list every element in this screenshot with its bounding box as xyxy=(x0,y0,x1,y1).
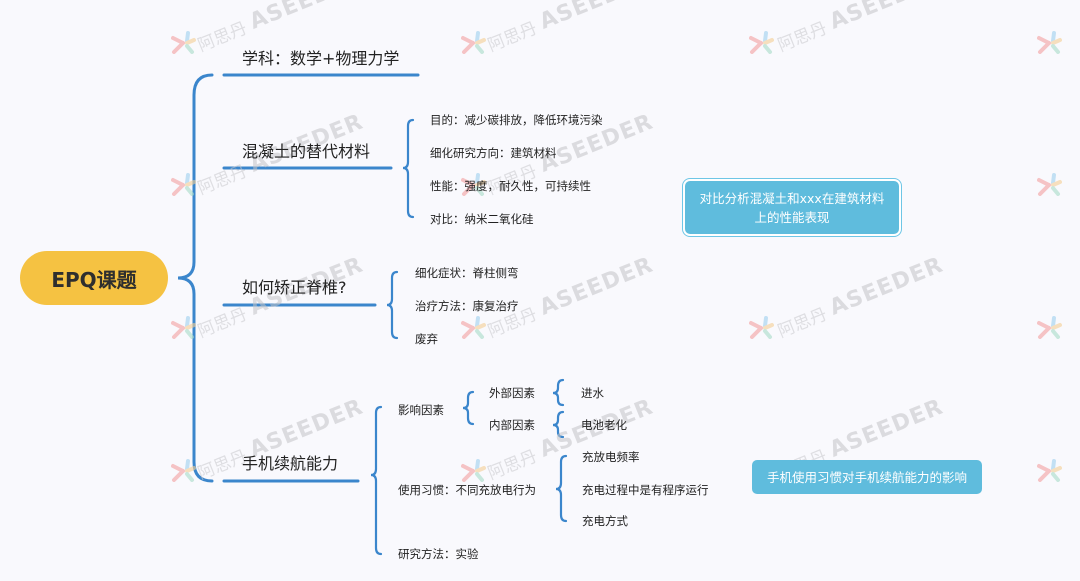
topic-subject[interactable]: 学科：数学+物理力学 xyxy=(242,49,400,68)
subtopic-research-direction[interactable]: 细化研究方向：建筑材料 xyxy=(430,146,557,160)
subtopic-charging-method[interactable]: 充电方式 xyxy=(582,514,628,528)
root-topic[interactable]: EPQ课题 xyxy=(20,251,168,305)
subtopic-usage-habits[interactable]: 使用习惯：不同充放电行为 xyxy=(398,483,536,497)
subtopic-influence-factors[interactable]: 影响因素 xyxy=(398,403,444,417)
subtopic-internal-factors[interactable]: 内部因素 xyxy=(489,418,535,432)
topic-phone-battery-life[interactable]: 手机续航能力 xyxy=(242,454,339,473)
topic-concrete-alternatives[interactable]: 混凝土的替代材料 xyxy=(242,142,371,161)
subtopic-charge-frequency[interactable]: 充放电频率 xyxy=(582,450,640,464)
subtopic-performance[interactable]: 性能：强度，耐久性，可持续性 xyxy=(430,179,591,193)
note-concrete-analysis[interactable]: 对比分析混凝土和xxx在建筑材料上的性能表现 xyxy=(685,181,899,234)
subtopic-symptom[interactable]: 细化症状：脊柱侧弯 xyxy=(415,266,519,280)
subtopic-treatment[interactable]: 治疗方法：康复治疗 xyxy=(415,299,519,313)
subtopic-external-factors[interactable]: 外部因素 xyxy=(489,386,535,400)
topic-spine-correction[interactable]: 如何矫正脊椎? xyxy=(242,278,347,297)
root-topic-label: EPQ课题 xyxy=(51,267,137,292)
subtopic-apps-running-while-charging[interactable]: 充电过程中是有程序运行 xyxy=(582,483,709,497)
subtopic-comparison[interactable]: 对比：纳米二氧化硅 xyxy=(430,212,534,226)
note-phone-usage-impact[interactable]: 手机使用习惯对手机续航能力的影响 xyxy=(752,460,982,494)
subtopic-research-method[interactable]: 研究方法：实验 xyxy=(398,547,479,561)
note-text: 对比分析混凝土和xxx在建筑材料上的性能表现 xyxy=(699,190,885,225)
subtopic-purpose[interactable]: 目的：减少碳排放，降低环境污染 xyxy=(430,113,603,127)
subtopic-abandoned[interactable]: 废弃 xyxy=(415,332,438,346)
subtopic-water-damage[interactable]: 进水 xyxy=(581,386,604,400)
subtopic-battery-aging[interactable]: 电池老化 xyxy=(581,418,627,432)
note-text: 手机使用习惯对手机续航能力的影响 xyxy=(766,469,967,485)
